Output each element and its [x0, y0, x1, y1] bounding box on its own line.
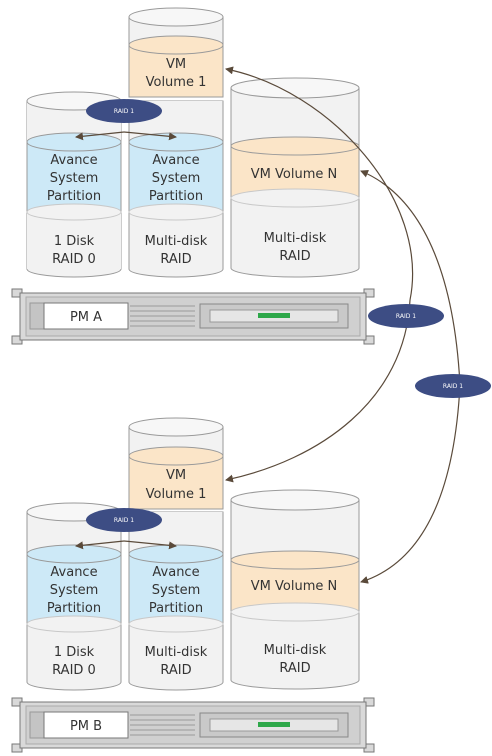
disk-cylinder-raid0-a: Avance System Partition 1 Disk RAID 0	[26, 91, 122, 278]
multi-disk-label: RAID	[160, 663, 191, 678]
raid1-label: RAID 1	[114, 517, 134, 524]
vm-volume-1-label: Volume 1	[146, 75, 207, 90]
mirror-vmn-curve	[360, 384, 461, 584]
server-pm-b: PM B	[11, 697, 375, 753]
multi-disk-label: RAID	[160, 252, 191, 267]
raid1-badge	[368, 304, 444, 328]
raid1-label: RAID 1	[114, 108, 134, 115]
pm-a-group: VM Volume 1 Avance System Partition 1 Di…	[11, 7, 375, 345]
avance-partition-label: Avance	[50, 153, 97, 168]
avance-partition-label: System	[50, 171, 98, 186]
disk-cylinder-vm-volume-n-a: VM Volume N Multi-disk RAID	[230, 77, 360, 278]
multi-disk-label: Multi-disk	[264, 643, 327, 658]
vm-volume-1-label: Volume 1	[146, 487, 207, 502]
avance-partition-label: Avance	[50, 565, 97, 580]
one-disk-label: 1 Disk	[54, 234, 95, 249]
mirror-vmn-curve	[360, 170, 461, 386]
multi-disk-label: RAID	[279, 249, 310, 264]
pm-b-group: VM Volume 1 Avance System Partition 1 Di…	[11, 417, 375, 753]
avance-partition-label: Avance	[152, 565, 199, 580]
disk-cylinder-multi-a: Avance System Partition Multi-disk RAID	[128, 100, 224, 278]
vm-volume-n-label: VM Volume N	[251, 167, 337, 182]
one-disk-label: RAID 0	[52, 252, 96, 267]
one-disk-label: 1 Disk	[54, 645, 95, 660]
disk-cylinder-multi-b: Avance System Partition Multi-disk RAID	[128, 511, 224, 691]
avance-partition-label: Partition	[149, 601, 203, 616]
avance-partition-label: System	[152, 583, 200, 598]
multi-disk-label: RAID	[279, 661, 310, 676]
multi-disk-label: Multi-disk	[145, 645, 208, 660]
mirror-vm1-curve	[225, 66, 414, 301]
multi-disk-label: Multi-disk	[145, 234, 208, 249]
avance-partition-label: System	[50, 583, 98, 598]
vm-volume-n-label: VM Volume N	[251, 579, 337, 594]
raid1-badge	[86, 99, 162, 123]
avance-partition-label: Avance	[152, 153, 199, 168]
vm-volume-1-cylinder-b: VM Volume 1	[128, 417, 224, 510]
mirror-vm1-curve	[225, 299, 411, 483]
vm-volume-1-label: VM	[166, 57, 186, 72]
disk-cylinder-raid0-b: Avance System Partition 1 Disk RAID 0	[26, 502, 122, 691]
vm-volume-1-cylinder-a: VM Volume 1	[128, 7, 224, 98]
pm-b-label: PM B	[70, 719, 102, 734]
raid1-link-b: RAID 1	[75, 508, 177, 550]
raid1-link-a: RAID 1	[75, 99, 177, 141]
raid1-label: RAID 1	[443, 383, 463, 390]
vm-volume-1-label: VM	[166, 468, 186, 483]
raid1-badge	[86, 508, 162, 532]
avance-partition-label: Partition	[47, 189, 101, 204]
cross-machine-mirrors: RAID 1 RAID 1	[225, 66, 491, 584]
status-led	[258, 722, 290, 727]
multi-disk-label: Multi-disk	[264, 231, 327, 246]
raid1-label: RAID 1	[396, 313, 416, 320]
one-disk-label: RAID 0	[52, 663, 96, 678]
avance-partition-label: System	[152, 171, 200, 186]
disk-cylinder-vm-volume-n-b: VM Volume N Multi-disk RAID	[230, 489, 360, 690]
status-led	[258, 313, 290, 318]
raid1-badge	[415, 374, 491, 398]
avance-partition-label: Partition	[47, 601, 101, 616]
avance-partition-label: Partition	[149, 189, 203, 204]
pm-a-label: PM A	[70, 310, 102, 325]
server-pm-a: PM A	[11, 288, 375, 345]
